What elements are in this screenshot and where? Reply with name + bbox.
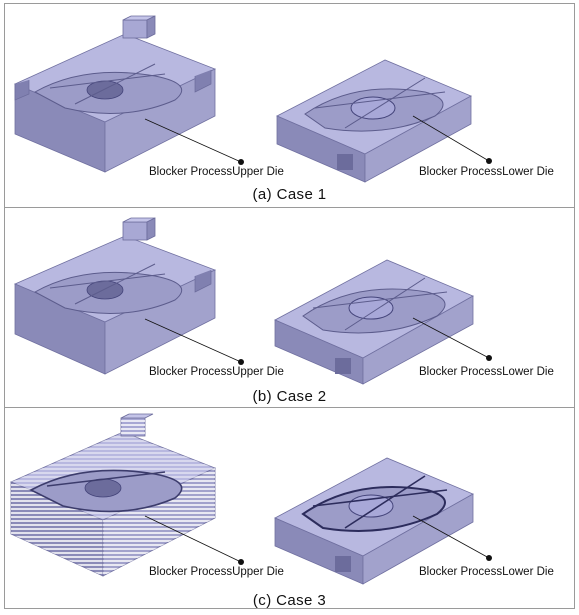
panel-case-3: Blocker ProcessUpper Die Blocker Process…	[5, 408, 574, 610]
lower-die-leader-dot	[486, 158, 492, 164]
upper-die-leader	[144, 318, 242, 363]
lower-die-leader	[412, 115, 490, 162]
upper-die-model	[9, 413, 217, 577]
panel-case-2: Blocker ProcessUpper Die Blocker Process…	[5, 208, 574, 408]
lower-die-label: Blocker ProcessLower Die	[419, 366, 554, 378]
lower-die-label: Blocker ProcessLower Die	[419, 566, 554, 578]
upper-die-label: Blocker ProcessUpper Die	[149, 566, 284, 578]
upper-die-label: Blocker ProcessUpper Die	[149, 166, 284, 178]
lower-die-model	[274, 259, 474, 385]
lower-die-leader	[412, 317, 490, 359]
panel-case-1: Blocker ProcessUpper Die Blocker Process…	[5, 4, 574, 208]
lower-die-leader-dot	[486, 355, 492, 361]
panel-a-drawing: Blocker ProcessUpper Die Blocker Process…	[14, 15, 554, 183]
upper-die-leader-dot	[238, 359, 244, 365]
caption-case-2: (b) Case 2	[252, 388, 327, 405]
upper-die-label: Blocker ProcessUpper Die	[149, 366, 284, 378]
panel-b-drawing: Blocker ProcessUpper Die Blocker Process…	[13, 217, 554, 385]
lower-die-leader-dot	[486, 555, 492, 561]
upper-die-model	[13, 217, 217, 375]
lower-die-model	[276, 59, 472, 183]
panel-c-drawing: Blocker ProcessUpper Die Blocker Process…	[9, 413, 554, 585]
upper-die-leader-dot	[238, 159, 244, 165]
figure-frame: Blocker ProcessUpper Die Blocker Process…	[4, 3, 575, 609]
caption-case-3: (c) Case 3	[252, 592, 327, 609]
lower-die-label: Blocker ProcessLower Die	[419, 166, 554, 178]
lower-die-model	[274, 457, 474, 585]
upper-die-leader	[144, 515, 242, 563]
upper-die-leader-dot	[238, 559, 244, 565]
upper-die-model	[14, 15, 217, 173]
caption-case-1: (a) Case 1	[252, 186, 327, 203]
upper-die-leader	[144, 118, 242, 163]
lower-die-leader	[412, 515, 490, 559]
